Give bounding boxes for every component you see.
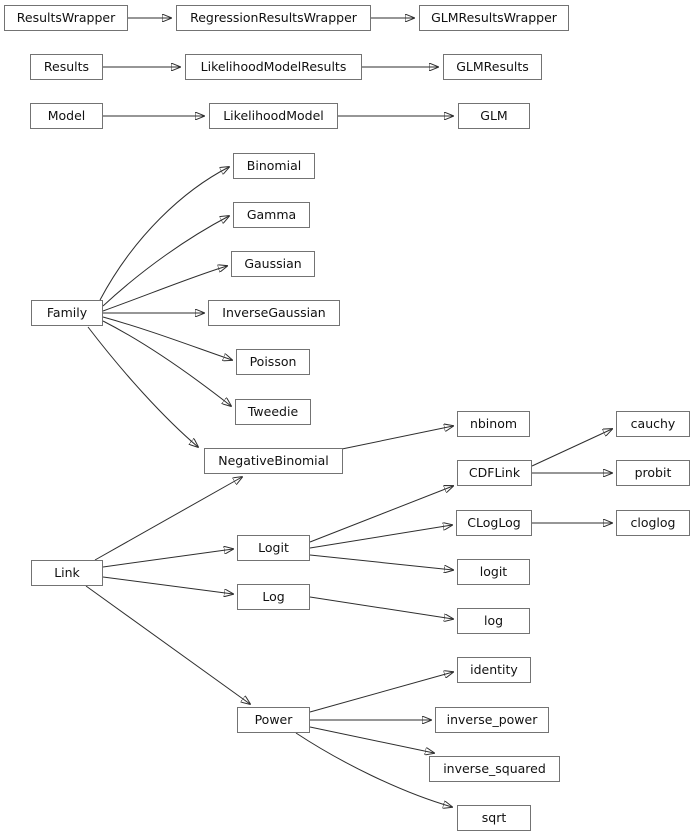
node-power[interactable]: Power: [237, 707, 310, 733]
edge-family-gaussian: [102, 266, 227, 312]
node-identity[interactable]: identity: [457, 657, 531, 683]
edge-negativebinomial-nbinom: [341, 426, 453, 450]
edge-family-negativebinomial: [87, 326, 198, 447]
edge-log-log-alias: [309, 596, 453, 619]
node-gaussian[interactable]: Gaussian: [231, 251, 315, 277]
edge-family-tweedie: [102, 320, 231, 406]
node-log-class[interactable]: Log: [237, 584, 310, 610]
node-poisson[interactable]: Poisson: [236, 349, 310, 375]
node-results[interactable]: Results: [30, 54, 103, 80]
node-glm[interactable]: GLM: [458, 103, 530, 129]
edge-link-negativebinomial: [94, 477, 242, 561]
node-family[interactable]: Family: [31, 300, 103, 326]
node-probit[interactable]: probit: [616, 460, 690, 486]
edge-family-gamma: [102, 216, 229, 307]
node-inverse-power[interactable]: inverse_power: [435, 707, 549, 733]
node-log-alias[interactable]: log: [457, 608, 530, 634]
node-regressionresultswrapper[interactable]: RegressionResultsWrapper: [176, 5, 371, 31]
edge-link-logit: [102, 549, 233, 568]
edge-power-inverse-squared: [309, 726, 434, 753]
node-logit-alias[interactable]: logit: [457, 559, 530, 585]
node-sqrt[interactable]: sqrt: [457, 805, 531, 831]
node-tweedie[interactable]: Tweedie: [235, 399, 311, 425]
node-cloglog-alias[interactable]: cloglog: [616, 510, 690, 536]
edge-power-identity: [309, 672, 453, 713]
edge-family-poisson: [102, 316, 232, 360]
node-inverse-squared[interactable]: inverse_squared: [429, 756, 560, 782]
node-resultswrapper[interactable]: ResultsWrapper: [4, 5, 128, 31]
node-cloglog-class[interactable]: CLogLog: [456, 510, 532, 536]
edge-power-sqrt: [295, 732, 452, 807]
node-cdflink[interactable]: CDFLink: [457, 460, 532, 486]
edge-logit-logit-alias: [309, 554, 453, 570]
node-logit-class[interactable]: Logit: [237, 535, 310, 561]
node-glmresults[interactable]: GLMResults: [443, 54, 542, 80]
node-gamma[interactable]: Gamma: [233, 202, 310, 228]
node-inversegaussian[interactable]: InverseGaussian: [208, 300, 340, 326]
node-glmresultswrapper[interactable]: GLMResultsWrapper: [419, 5, 569, 31]
node-likelihoodmodel[interactable]: LikelihoodModel: [209, 103, 338, 129]
node-negativebinomial[interactable]: NegativeBinomial: [204, 448, 343, 474]
edge-logit-cdflink: [309, 486, 453, 543]
node-likelihoodmodelresults[interactable]: LikelihoodModelResults: [185, 54, 362, 80]
edge-link-power: [85, 585, 250, 704]
node-nbinom[interactable]: nbinom: [457, 411, 530, 437]
node-cauchy[interactable]: cauchy: [616, 411, 690, 437]
node-binomial[interactable]: Binomial: [233, 153, 315, 179]
node-model[interactable]: Model: [30, 103, 103, 129]
edge-family-binomial: [99, 167, 229, 301]
edge-cdflink-cauchy: [531, 429, 612, 467]
edge-link-log: [102, 576, 233, 594]
edge-logit-cloglog: [309, 525, 452, 549]
node-link[interactable]: Link: [31, 560, 103, 586]
